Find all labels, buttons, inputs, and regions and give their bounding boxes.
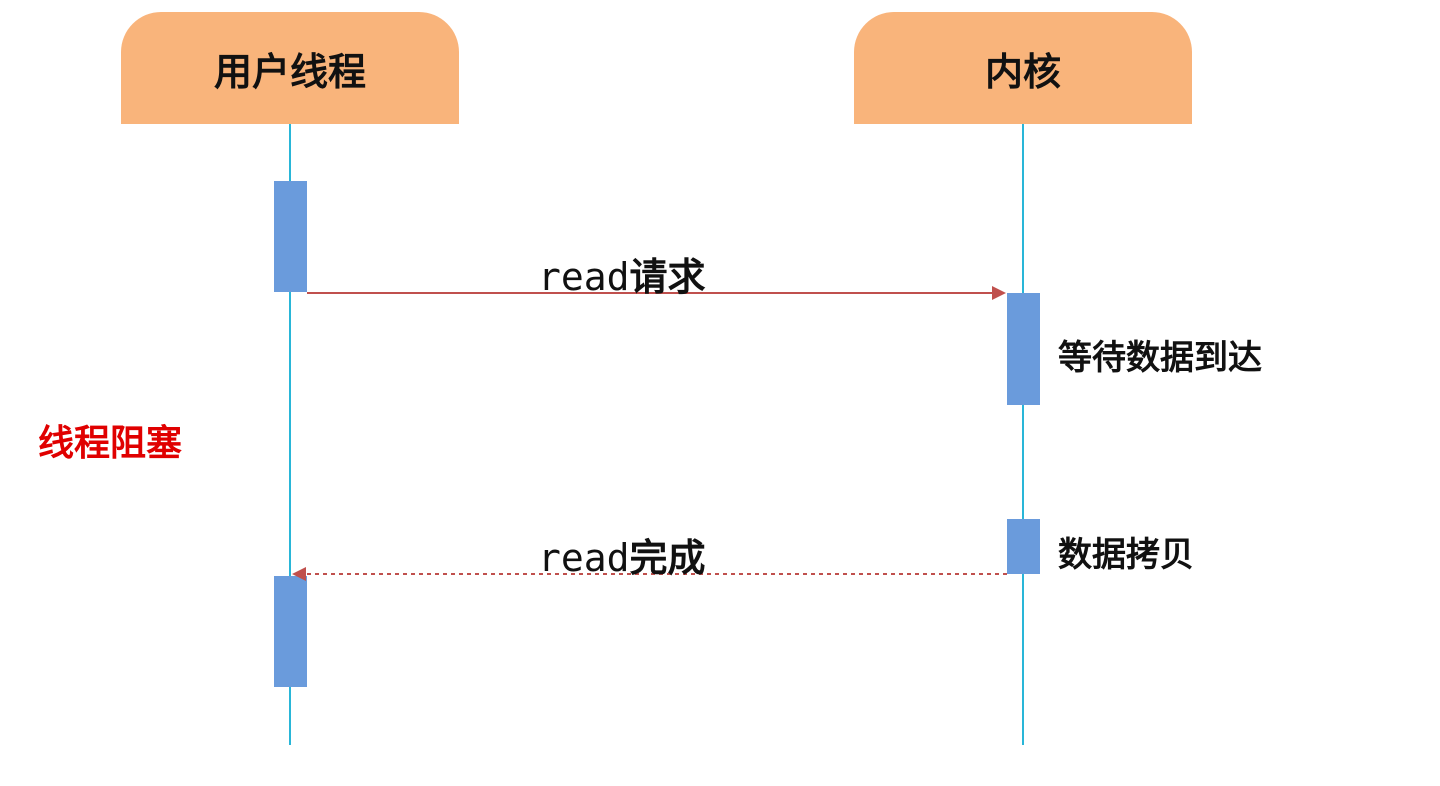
message-read-complete-text: 完成 bbox=[629, 536, 706, 580]
message-read-complete-code: read bbox=[538, 536, 630, 580]
message-read-request-code: read bbox=[538, 255, 630, 299]
note-wait-data: 等待数据到达 bbox=[1058, 338, 1262, 378]
participant-kernel: 内核 bbox=[854, 12, 1192, 124]
message-read-request-text: 请求 bbox=[629, 255, 706, 299]
activation-user-1 bbox=[274, 181, 307, 292]
note-copy-data: 数据拷贝 bbox=[1058, 535, 1194, 575]
participant-kernel-label: 内核 bbox=[984, 49, 1061, 94]
message-read-complete: read完成 bbox=[538, 527, 706, 582]
activation-kernel-copy bbox=[1007, 519, 1040, 574]
participant-user-thread-label: 用户线程 bbox=[213, 49, 366, 94]
participant-user-thread: 用户线程 bbox=[121, 12, 459, 124]
label-thread-blocked: 线程阻塞 bbox=[38, 423, 183, 464]
activation-kernel-wait bbox=[1007, 293, 1040, 405]
message-read-request: read请求 bbox=[538, 246, 706, 301]
activation-user-2 bbox=[274, 576, 307, 687]
